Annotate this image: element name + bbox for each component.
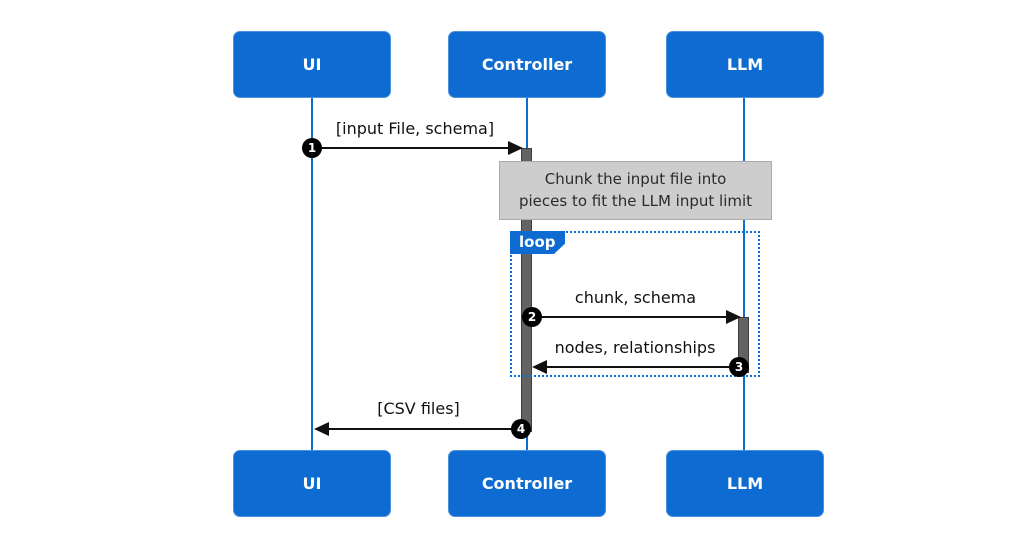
actor-box-ui-bottom: UI	[233, 450, 391, 517]
message-3-label: nodes, relationships	[554, 338, 716, 357]
loop-fragment-label: loop	[510, 231, 565, 254]
actor-box-controller-bottom: Controller	[448, 450, 606, 517]
arrowhead-right-icon	[508, 141, 523, 155]
note-line-1: Chunk the input file into	[544, 169, 727, 188]
lifeline-llm	[743, 98, 745, 451]
message-2-label: chunk, schema	[574, 288, 697, 307]
message-1-line	[312, 147, 521, 149]
message-4-label: [CSV files]	[377, 399, 460, 418]
message-2-line	[532, 316, 739, 318]
message-3-number-badge: 3	[729, 357, 749, 377]
message-2-number-badge: 2	[522, 307, 542, 327]
message-4-number-badge: 4	[511, 419, 531, 439]
note-chunking: Chunk the input file into pieces to fit …	[499, 161, 772, 220]
note-line-2: pieces to fit the LLM input limit	[518, 191, 753, 210]
message-3-line	[534, 366, 739, 368]
actor-box-ui-top: UI	[233, 31, 391, 98]
loop-fragment-border	[510, 231, 760, 377]
actor-box-controller-top: Controller	[448, 31, 606, 98]
lifeline-ui	[311, 98, 313, 451]
message-4-line	[316, 428, 521, 430]
arrowhead-right-icon	[726, 310, 741, 324]
message-1-label: [input File, schema]	[335, 119, 495, 138]
arrowhead-left-icon	[532, 360, 547, 374]
actor-box-llm-bottom: LLM	[666, 450, 824, 517]
message-1-number-badge: 1	[302, 138, 322, 158]
actor-box-llm-top: LLM	[666, 31, 824, 98]
arrowhead-left-icon	[314, 422, 329, 436]
